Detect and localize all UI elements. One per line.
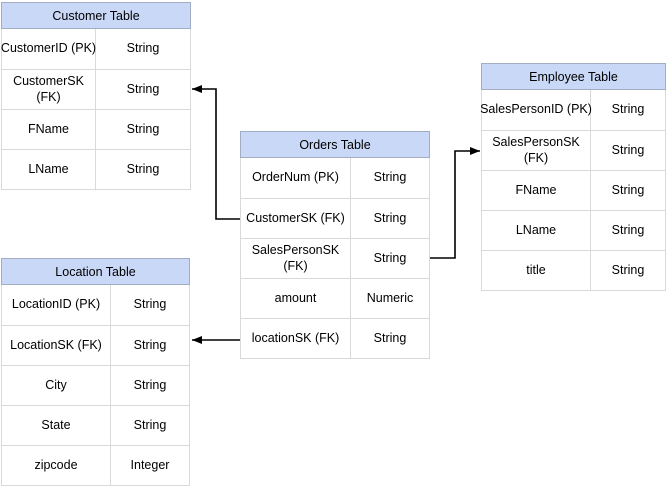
field-name: SalesPersonSK (FK) <box>482 131 591 170</box>
table-row[interactable]: LocationSK (FK) String <box>2 325 189 365</box>
table-row[interactable]: SalesPersonID (PK) String <box>480 90 665 130</box>
table-row[interactable]: LocationID (PK) String <box>2 285 189 325</box>
field-type: String <box>126 121 160 136</box>
field-type: String <box>126 81 160 96</box>
table-employee[interactable]: Employee Table SalesPersonID (PK) String… <box>480 63 666 291</box>
field-type: String <box>373 250 407 265</box>
table-row[interactable]: SalesPersonSK (FK) String <box>241 238 429 278</box>
connector-orders-employee[interactable] <box>430 147 480 259</box>
table-location-header[interactable]: Location Table <box>1 258 190 285</box>
field-name: SalesPersonSK (FK) <box>241 239 351 278</box>
table-orders[interactable]: Orders Table OrderNum (PK) String Custom… <box>240 131 430 359</box>
table-row[interactable]: State String <box>2 405 189 445</box>
field-name: LocationSK (FK) <box>2 326 111 365</box>
table-row[interactable]: City String <box>2 365 189 405</box>
table-row[interactable]: CustomerSK (FK) String <box>241 198 429 238</box>
field-name: LName <box>2 150 96 189</box>
table-row[interactable]: FName String <box>2 109 190 149</box>
field-name: CustomerSK (FK) <box>2 70 96 109</box>
field-type: String <box>126 41 160 56</box>
table-row[interactable]: LName String <box>2 149 190 189</box>
field-name: LocationID (PK) <box>2 285 111 325</box>
table-employee-header[interactable]: Employee Table <box>481 63 666 90</box>
table-title: Location Table <box>55 264 136 279</box>
table-row[interactable]: locationSK (FK) String <box>241 318 429 358</box>
field-name: State <box>2 406 111 445</box>
table-location[interactable]: Location Table LocationID (PK) String Lo… <box>1 258 190 486</box>
field-name: zipcode <box>2 446 111 485</box>
field-type: String <box>611 182 645 197</box>
field-type: String <box>611 142 645 157</box>
table-title: Employee Table <box>529 69 618 84</box>
table-customer[interactable]: Customer Table CustomerID (PK) String Cu… <box>1 2 191 190</box>
field-type: String <box>373 330 407 345</box>
connector-orders-customer[interactable] <box>192 85 240 220</box>
table-row[interactable]: CustomerSK (FK) String <box>2 69 190 109</box>
field-name: CustomerID (PK) <box>1 29 96 69</box>
table-customer-header[interactable]: Customer Table <box>1 2 191 29</box>
table-location-body: LocationID (PK) String LocationSK (FK) S… <box>1 285 190 486</box>
field-type: String <box>373 210 407 225</box>
field-name: FName <box>2 110 96 149</box>
field-name: locationSK (FK) <box>241 319 351 358</box>
field-type: String <box>611 222 645 237</box>
field-name: CustomerSK (FK) <box>241 199 351 238</box>
table-title: Orders Table <box>299 137 371 152</box>
field-type: String <box>126 161 160 176</box>
field-name: City <box>2 366 111 405</box>
field-name: amount <box>241 279 351 318</box>
field-type: String <box>373 170 407 185</box>
field-name: title <box>482 251 591 290</box>
table-row[interactable]: zipcode Integer <box>2 445 189 485</box>
table-row[interactable]: OrderNum (PK) String <box>241 158 429 198</box>
field-name: FName <box>482 171 591 210</box>
field-type: String <box>133 337 167 352</box>
field-type: String <box>133 417 167 432</box>
table-employee-body: SalesPersonID (PK) String SalesPersonSK … <box>480 90 666 291</box>
field-type: String <box>133 297 167 312</box>
field-type: Numeric <box>366 290 414 305</box>
table-orders-header[interactable]: Orders Table <box>240 131 430 158</box>
field-type: String <box>133 377 167 392</box>
field-name: LName <box>482 211 591 250</box>
table-orders-body: OrderNum (PK) String CustomerSK (FK) Str… <box>240 158 430 359</box>
table-row[interactable]: title String <box>482 250 665 290</box>
field-type: Integer <box>130 457 170 472</box>
field-type: String <box>611 262 645 277</box>
table-row[interactable]: SalesPersonSK (FK) String <box>482 130 665 170</box>
field-name: OrderNum (PK) <box>241 158 351 198</box>
table-row[interactable]: LName String <box>482 210 665 250</box>
field-type: String <box>611 102 645 117</box>
table-row[interactable]: CustomerID (PK) String <box>1 29 190 69</box>
field-name: SalesPersonID (PK) <box>480 90 592 130</box>
table-title: Customer Table <box>52 8 140 23</box>
table-row[interactable]: FName String <box>482 170 665 210</box>
table-customer-body: CustomerID (PK) String CustomerSK (FK) S… <box>1 29 191 190</box>
table-row[interactable]: amount Numeric <box>241 278 429 318</box>
